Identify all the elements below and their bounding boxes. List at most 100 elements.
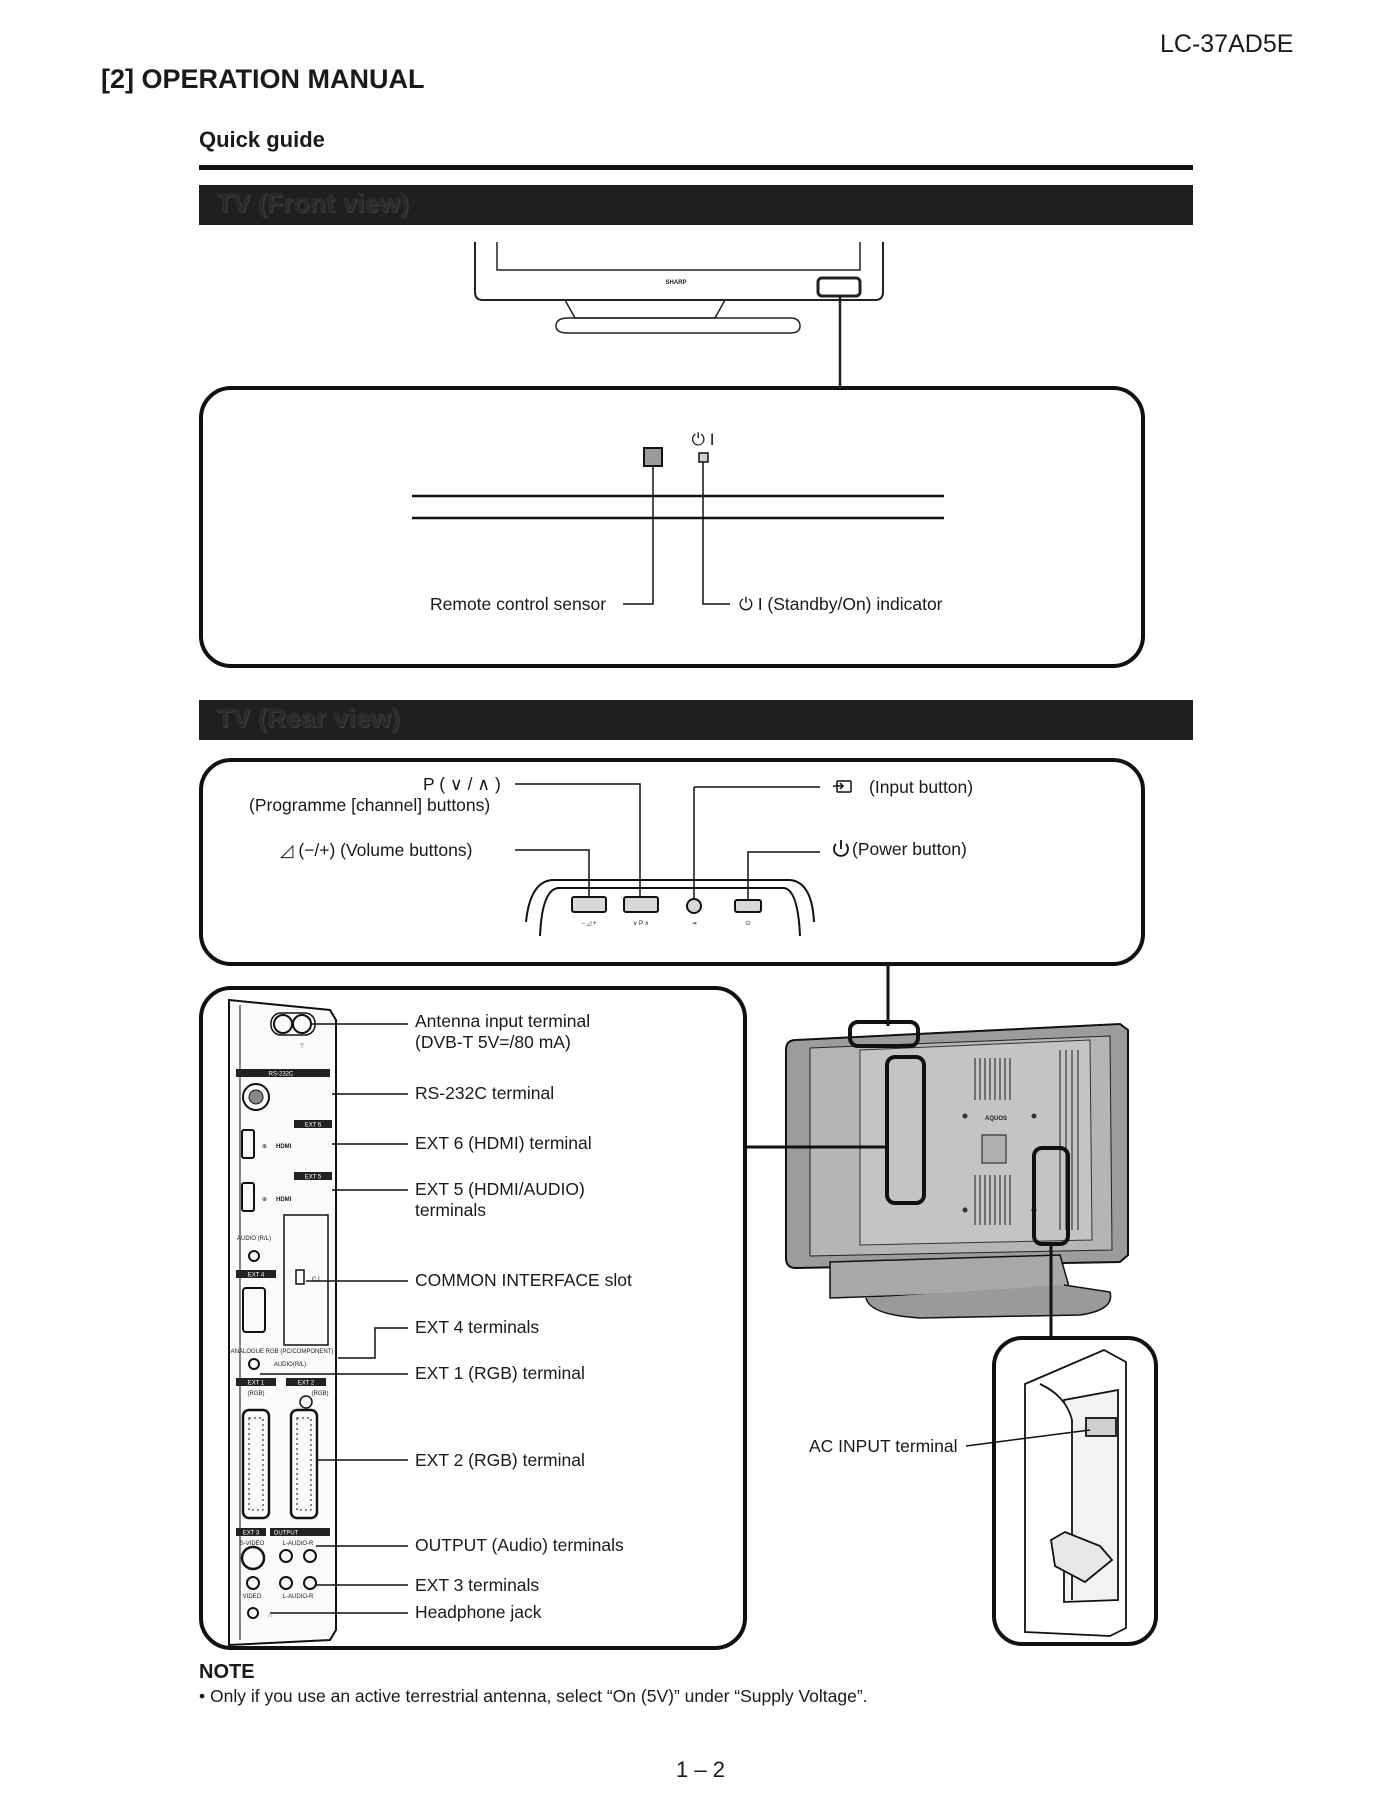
ext3-r-jack: [303, 1576, 317, 1590]
ext1-panel-label: EXT 1: [248, 1381, 265, 1387]
antenna-label-2: (DVB-T 5V=/80 mA): [415, 1032, 571, 1052]
ac-detail-illustration: [1024, 1349, 1127, 1637]
button-panel-outline: [525, 879, 815, 937]
ext6-panel-label: EXT 6: [305, 1123, 322, 1129]
front-view-bar: TV (Front view): [199, 185, 1193, 225]
antenna-socket-2: [292, 1014, 312, 1034]
ext6-label: EXT 6 (HDMI) terminal: [415, 1133, 592, 1153]
note-heading: NOTE: [199, 1661, 255, 1683]
laudior-label-2: L-AUDIO-R: [283, 1594, 314, 1600]
standby-led: [698, 452, 709, 463]
vol-marks: − ◿ +: [582, 921, 597, 927]
headphone-label: Headphone jack: [415, 1602, 542, 1622]
audio-rl-label: AUDIO (R/L): [237, 1236, 271, 1242]
output-label: OUTPUT (Audio) terminals: [415, 1535, 624, 1555]
power-icon: [833, 840, 849, 857]
scart-ext1: [241, 1408, 271, 1520]
audio-jack-ext5: [248, 1250, 260, 1262]
audio-rl2-label: AUDIO(R/L): [274, 1362, 306, 1368]
subheading: Quick guide: [199, 127, 325, 152]
section-title: [2] OPERATION MANUAL: [101, 64, 425, 94]
svideo-label: S-VIDEO: [240, 1541, 265, 1547]
rear-view-title: TV (Rear view): [217, 703, 401, 733]
note-text: • Only if you use an active terrestrial …: [199, 1686, 868, 1706]
rear-view-bar: TV (Rear view): [199, 700, 1193, 740]
svideo-port: [240, 1545, 266, 1571]
hdmi-logo-ext5: ⊕: [262, 1197, 267, 1203]
ext5-label-2: terminals: [415, 1200, 486, 1220]
vga-port: [242, 1287, 266, 1333]
power-button: [734, 899, 762, 913]
analogue-label: ANALOGUE RGB (PC/COMPONENT): [231, 1349, 334, 1355]
programme-buttons-label-1: P ( ∨ / ∧ ): [423, 774, 501, 795]
standby-indicator-label: ⏻ I (Standby/On) indicator: [739, 594, 943, 614]
terminal-highlight: [885, 1055, 926, 1205]
front-detail-box: [199, 386, 1145, 668]
model-number: LC-37AD5E: [1160, 30, 1294, 58]
laudior-label: L-AUDIO-R: [283, 1541, 314, 1547]
audio-jack-ext4: [248, 1358, 260, 1370]
ext5-label-1: EXT 5 (HDMI/AUDIO): [415, 1179, 585, 1199]
tv-front-illustration: [474, 242, 884, 388]
ext2-label: EXT 2 (RGB) terminal: [415, 1450, 585, 1470]
ac-leader-line: [965, 1429, 1091, 1447]
input-button-label: (Input button): [869, 777, 974, 797]
output-panel-label: OUTPUT: [274, 1531, 299, 1537]
hdmi-text-ext6: HDMI: [276, 1144, 292, 1150]
tv-brand-logo: SHARP: [665, 280, 686, 286]
ext4-panel-label: EXT 4: [248, 1273, 265, 1279]
rear-brand-logo: AQUOS: [985, 1116, 1007, 1122]
input-mark: ⇥: [691, 921, 696, 927]
standby-symbol: ⏻ I: [692, 430, 715, 449]
ext3-video-jack: [246, 1576, 260, 1590]
front-panel-lines: [412, 494, 944, 520]
power-button-label: (Power button): [852, 839, 967, 859]
ext5-panel-label: EXT 5: [305, 1175, 322, 1181]
terminal-leader-lines: [260, 1023, 408, 1614]
ac-detail-box: [992, 1336, 1158, 1646]
power-mark: ⏻: [746, 920, 751, 927]
video-label: VIDEO: [243, 1594, 262, 1600]
rear-buttons-box: [199, 758, 1145, 966]
hdmi-logo-ext6: ⊕: [262, 1144, 267, 1150]
output-r-jack: [303, 1549, 317, 1563]
remote-sensor-label: Remote control sensor: [430, 594, 607, 614]
rs232c-label-bar: [236, 1069, 330, 1077]
volume-buttons-label: ◿ (−/+) (Volume buttons): [280, 840, 473, 860]
terminal-panel: [228, 998, 337, 1647]
terminal-box: [199, 986, 747, 1650]
input-button: [686, 898, 702, 914]
common-interface-label: COMMON INTERFACE slot: [415, 1270, 632, 1290]
remote-sensor-window: [643, 447, 663, 467]
scart-ext2: [289, 1408, 319, 1520]
rs232c-panel-label: RS-232C: [269, 1072, 294, 1078]
rs232c-port: [242, 1083, 270, 1111]
ext2-rgb-label: (RGB): [312, 1391, 329, 1397]
page-number: 1 – 2: [676, 1757, 725, 1782]
ext1-label: EXT 1 (RGB) terminal: [415, 1363, 585, 1383]
ext3-l-jack: [279, 1576, 293, 1590]
ext1-rgb-label: (RGB): [248, 1391, 265, 1397]
output-l-jack: [279, 1549, 293, 1563]
tv-rear-illustration: AQUOS: [785, 1020, 1129, 1319]
headphone-jack: [247, 1607, 259, 1619]
ci-label: C.I.: [312, 1277, 322, 1283]
programme-buttons-text: P ( ∨ / ∧ ): [423, 774, 501, 794]
programme-rocker: [623, 896, 659, 913]
antenna-label-1: Antenna input terminal: [415, 1011, 591, 1031]
antenna-symbol: ⊤: [299, 1043, 304, 1050]
prog-marks: ∨ P ∧: [633, 921, 649, 927]
programme-buttons-label-2: (Programme [channel] buttons): [249, 795, 491, 815]
ext4-label: EXT 4 terminals: [415, 1317, 540, 1337]
front-view-title: TV (Front view): [217, 188, 410, 218]
hdmi-text-ext5: HDMI: [276, 1197, 292, 1203]
headphone-symbol: ∩: [268, 1613, 272, 1619]
input-icon: [833, 780, 852, 793]
hdmi-port-ext5: [241, 1182, 255, 1212]
volume-rocker: [571, 896, 607, 913]
hdmi-port-ext6: [241, 1129, 255, 1159]
front-leader-lines: [623, 462, 730, 605]
ext3-label: EXT 3 terminals: [415, 1575, 540, 1595]
rear-buttons-highlight: [848, 1020, 920, 1048]
